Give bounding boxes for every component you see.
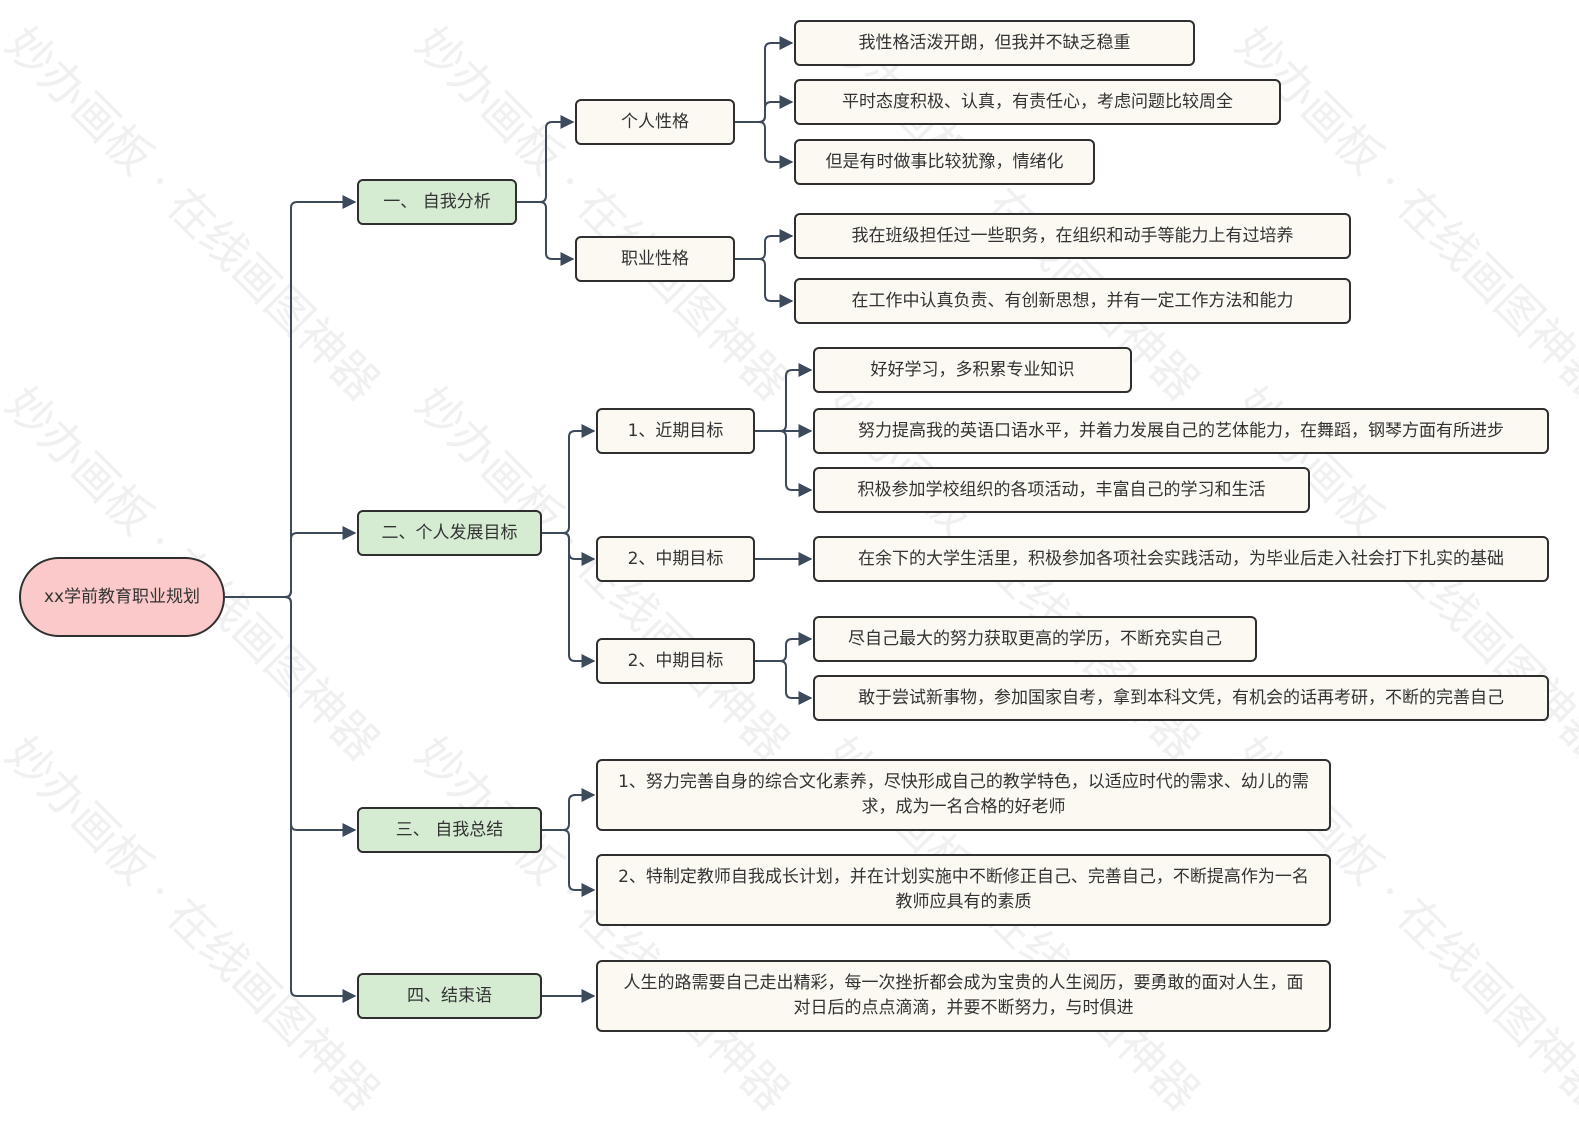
connector-arrow	[735, 258, 794, 308]
root-node[interactable]: xx学前教育职业规划	[19, 557, 225, 637]
branch-conclusion[interactable]: 四、结束语	[357, 973, 542, 1019]
leaf-node[interactable]: 我性格活泼开朗，但我并不缺乏稳重	[794, 20, 1195, 66]
leaf-node[interactable]: 在工作中认真负责、有创新思想，并有一定工作方法和能力	[794, 278, 1351, 324]
leaf-node[interactable]: 好好学习，多积累专业知识	[813, 347, 1132, 393]
branch-development-goals[interactable]: 二、个人发展目标	[357, 510, 542, 556]
leaf-node[interactable]: 尽自己最大的努力获取更高的学历，不断充实自己	[813, 616, 1257, 662]
summary-item[interactable]: 1、努力完善自身的综合文化素养，尽快形成自己的教学特色，以适应时代的需求、幼儿的…	[596, 759, 1331, 831]
connector-arrow	[517, 201, 575, 266]
conclusion-text[interactable]: 人生的路需要自己走出精彩，每一次挫折都会成为宝贵的人生阅历，要勇敢的面对人生，面…	[596, 960, 1331, 1032]
connector-arrow	[542, 829, 596, 897]
leaf-node[interactable]: 我在班级担任过一些职务，在组织和动手等能力上有过培养	[794, 213, 1351, 259]
connector-layer	[225, 36, 813, 1003]
node-personal-character[interactable]: 个人性格	[575, 99, 735, 145]
connector-arrow	[542, 532, 596, 668]
leaf-node[interactable]: 努力提高我的英语口语水平，并着力发展自己的艺体能力，在舞蹈，钢琴方面有所进步	[813, 408, 1549, 454]
branch-self-summary[interactable]: 三、 自我总结	[357, 807, 542, 853]
connector-arrow	[225, 596, 357, 1003]
branch-self-analysis[interactable]: 一、 自我分析	[357, 179, 517, 225]
leaf-node[interactable]: 在余下的大学生活里，积极参加各项社会实践活动，为毕业后走入社会打下扎实的基础	[813, 536, 1549, 582]
node-short-term-goal[interactable]: 1、近期目标	[596, 408, 755, 454]
leaf-node[interactable]: 平时态度积极、认真，有责任心，考虑问题比较周全	[794, 79, 1281, 125]
leaf-node[interactable]: 积极参加学校组织的各项活动，丰富自己的学习和生活	[813, 467, 1310, 513]
leaf-node[interactable]: 敢于尝试新事物，参加国家自考，拿到本科文凭，有机会的话再考研，不断的完善自己	[813, 675, 1549, 721]
node-mid-term-goal[interactable]: 2、中期目标	[596, 638, 755, 684]
node-career-character[interactable]: 职业性格	[575, 236, 735, 282]
leaf-node[interactable]: 但是有时做事比较犹豫，情绪化	[794, 139, 1095, 185]
connector-arrow	[755, 430, 813, 497]
connector-arrow	[755, 660, 813, 705]
summary-item[interactable]: 2、特制定教师自我成长计划，并在计划实施中不断修正自己、完善自己，不断提高作为一…	[596, 854, 1331, 926]
node-mid-term-goal[interactable]: 2、中期目标	[596, 536, 755, 582]
mind-map: xx学前教育职业规划 一、 自我分析 二、个人发展目标 三、 自我总结 四、结束…	[19, 20, 1549, 1032]
connector-arrow	[735, 121, 794, 169]
